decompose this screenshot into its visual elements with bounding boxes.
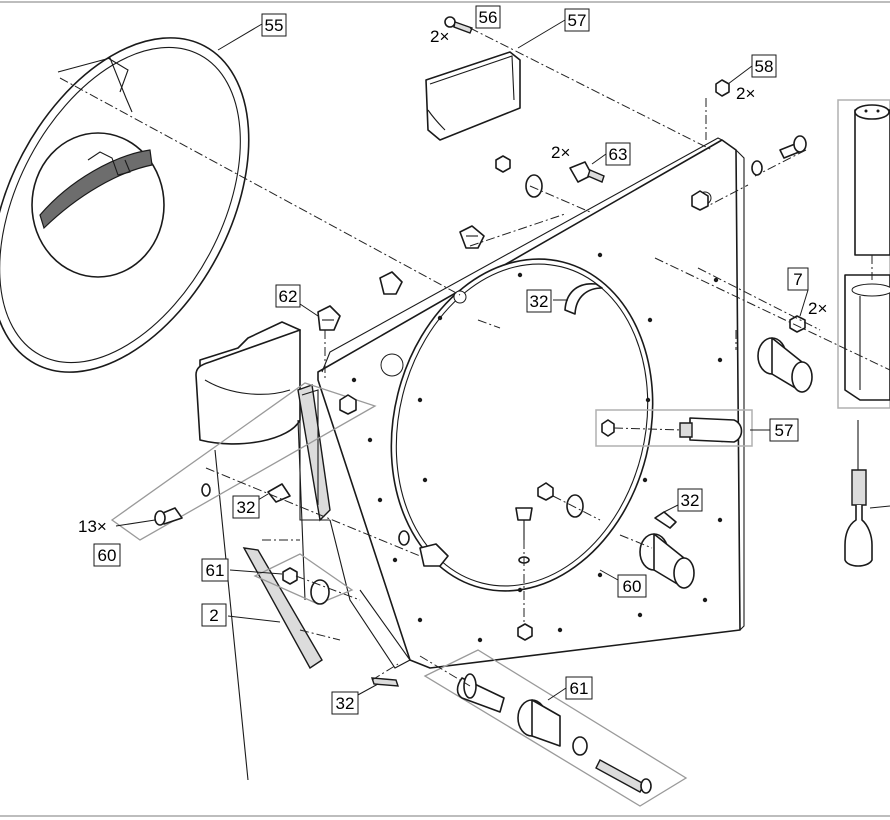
- roller-group-61-left: [253, 553, 354, 605]
- panel-flange: [329, 519, 411, 669]
- callout-63: 63: [605, 142, 631, 166]
- right-bolt-set: [691, 135, 807, 211]
- cable-clip-upper: [459, 225, 485, 249]
- callout-57-right: 57: [769, 418, 799, 442]
- svg-text:32: 32: [530, 292, 549, 311]
- callout-32-top: 32: [526, 289, 552, 313]
- callout-55: 55: [261, 13, 287, 37]
- svg-text:63: 63: [609, 145, 628, 164]
- svg-text:7: 7: [793, 270, 802, 289]
- callout-60-right: 60: [617, 574, 647, 598]
- callout-61-bottom: 61: [565, 676, 593, 700]
- callout-61-left: 61: [201, 558, 229, 582]
- screw-63-set: [495, 155, 605, 198]
- svg-text:61: 61: [570, 679, 589, 698]
- svg-text:56: 56: [479, 8, 498, 27]
- quantity-7: 2×: [808, 299, 827, 318]
- left-fastener-group: [110, 382, 377, 541]
- cable-clip-middle: [379, 271, 403, 295]
- svg-text:61: 61: [206, 561, 225, 580]
- float-sensor-57: [595, 409, 753, 447]
- side-strip-bracket: [297, 384, 331, 522]
- svg-text:32: 32: [237, 498, 256, 517]
- svg-text:55: 55: [265, 16, 284, 35]
- quantity-63: 2×: [551, 143, 570, 162]
- nut-58: [715, 79, 730, 97]
- svg-text:57: 57: [775, 421, 794, 440]
- roller-lower-right: [639, 511, 695, 589]
- callout-7: 7: [787, 267, 809, 291]
- nut-7: [789, 315, 806, 333]
- svg-text:60: 60: [623, 577, 642, 596]
- svg-text:32: 32: [336, 694, 355, 713]
- callout-60-left: 60: [93, 543, 121, 567]
- svg-text:2: 2: [209, 606, 218, 625]
- main-mounting-panel: [317, 137, 745, 669]
- callout-32-left: 32: [232, 495, 260, 519]
- vertical-bar-part-2: [242, 547, 323, 670]
- callout-32-bottom: 32: [331, 691, 359, 715]
- quantity-56: 2×: [430, 27, 449, 46]
- callout-56: 56: [475, 5, 501, 29]
- hose-32-top: [564, 283, 603, 315]
- fan-shroud-ring: [0, 37, 250, 373]
- cable-clip-lower: [419, 543, 449, 567]
- svg-text:32: 32: [681, 491, 700, 510]
- bolt-56: [444, 16, 473, 34]
- svg-text:62: 62: [279, 287, 298, 306]
- bracket-32-left: [267, 483, 291, 503]
- top-bracket-57: [425, 51, 521, 141]
- svg-text:60: 60: [98, 546, 117, 565]
- middle-fasteners: [398, 482, 584, 641]
- callout-2: 2: [201, 603, 227, 627]
- roller-upper-right: [757, 337, 813, 393]
- callout-58: 58: [751, 54, 777, 78]
- callout-32-right: 32: [677, 488, 703, 512]
- lower-housing-frame: [195, 321, 330, 781]
- sensor-cable: [844, 420, 890, 567]
- callout-62: 62: [275, 284, 301, 308]
- quantity-58: 2×: [736, 84, 755, 103]
- cable-clip-62: [317, 305, 341, 331]
- svg-text:58: 58: [755, 57, 774, 76]
- callout-57-top: 57: [564, 8, 590, 32]
- quantity-60: 13×: [78, 517, 107, 536]
- roller-assembly-61-bottom: [423, 649, 688, 807]
- hose-32-bottom: [371, 677, 399, 687]
- sensor-housing-group: [837, 99, 890, 409]
- svg-text:57: 57: [568, 11, 587, 30]
- assembly-centre-lines: [59, 27, 890, 687]
